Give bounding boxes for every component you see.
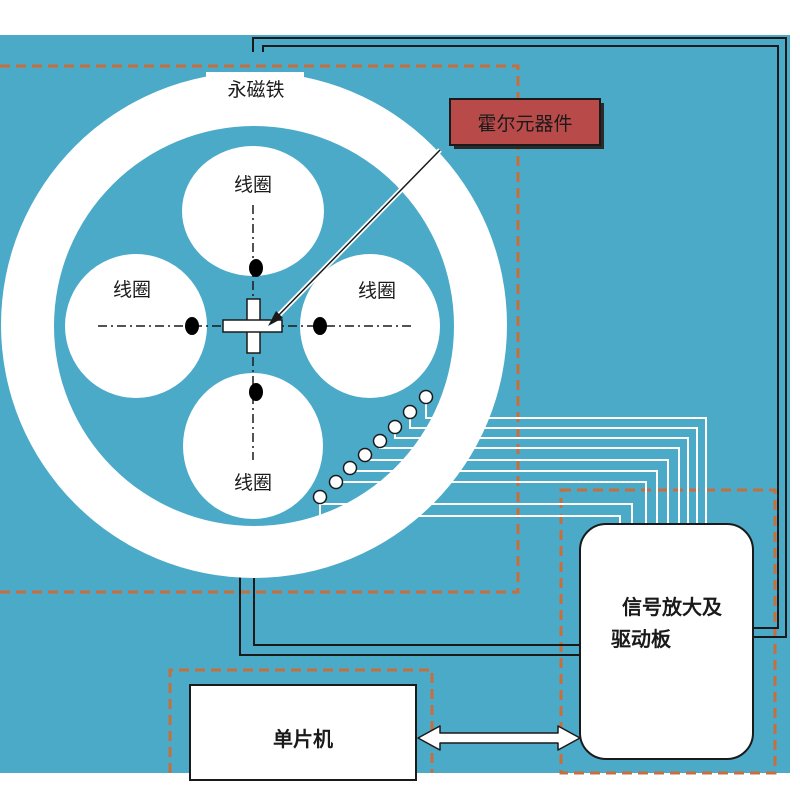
driver-dashed-region	[559, 488, 777, 775]
coil-right-label: 线圈	[358, 280, 396, 302]
coil-bottom-label: 线圈	[234, 472, 272, 494]
terminal-wire-1	[425, 397, 707, 524]
hall-pointer-arrowhead	[268, 311, 283, 326]
mcu-label: 单片机	[273, 727, 333, 751]
terminal-wire-2	[409, 413, 698, 524]
coil-right-dot	[313, 317, 327, 335]
terminal-2	[402, 404, 418, 420]
terminal-wire-7	[336, 481, 647, 524]
bottom-signal-line	[239, 576, 582, 656]
magnet-label-tab	[206, 72, 304, 102]
driver-board-label-line1: 信号放大及	[622, 595, 723, 619]
terminal-8	[312, 489, 328, 505]
top-signal-line	[252, 37, 787, 638]
center-cross-fill	[248, 321, 259, 331]
terminal-1	[418, 389, 434, 405]
terminal-5	[357, 447, 373, 463]
mcu-dashed-region	[168, 668, 434, 773]
driver-board	[579, 523, 754, 760]
hall-element-label: 霍尔元器件	[477, 113, 572, 135]
terminal-3	[387, 419, 403, 435]
coil-left-dot	[185, 317, 199, 335]
coil-left-label: 线圈	[113, 279, 151, 301]
bottom-signal-line-inner	[253, 578, 582, 646]
coil-bottom-dot	[249, 383, 263, 401]
terminal-6	[342, 460, 358, 476]
bidirectional-arrow	[417, 725, 581, 751]
coil-top-label: 线圈	[234, 174, 272, 196]
terminal-wire-9	[319, 504, 621, 524]
hall-element-box	[449, 98, 601, 146]
driver-board-label-line2: 驱动板	[611, 627, 672, 651]
hall-pointer-line-core	[272, 149, 441, 322]
mcu-box	[189, 684, 417, 781]
top-signal-line-inner	[262, 45, 779, 629]
terminal-7	[328, 474, 344, 490]
magnet-label: 永磁铁	[227, 79, 284, 101]
terminal-4	[372, 433, 388, 449]
motor-dashed-region	[0, 64, 520, 594]
coil-top-dot	[249, 259, 263, 277]
